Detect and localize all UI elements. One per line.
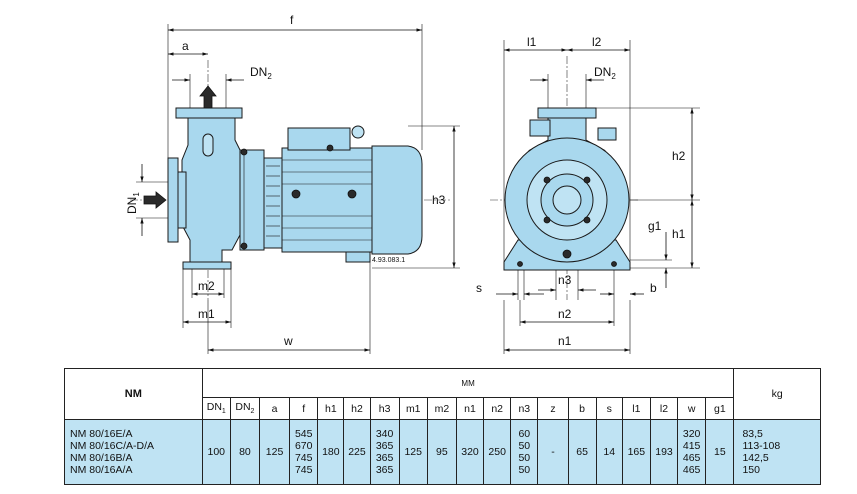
model-list: NM 80/16E/A NM 80/16C/A-D/A NM 80/16B/A … bbox=[64, 419, 203, 485]
dim-label-n2: n2 bbox=[558, 307, 572, 321]
dim-label-h3: h3 bbox=[432, 193, 446, 207]
dimensions-table: NM MM kg DN1 DN2 a f h1 h2 h3 m1 m2 n1 n… bbox=[64, 368, 821, 485]
cell-dn2: 80 bbox=[229, 419, 260, 485]
dim-label-m2: m2 bbox=[198, 279, 215, 293]
dim-label-l2: l2 bbox=[592, 35, 602, 49]
front-view: l1 l2 DN2 h2 h1 g1 s n3 bbox=[476, 35, 700, 354]
discharge-flange bbox=[175, 107, 243, 119]
motor-fan-cover bbox=[371, 145, 423, 255]
cell-n2: 250 bbox=[483, 419, 512, 485]
dim-label-h2: h2 bbox=[672, 149, 686, 163]
cell-m2: 95 bbox=[426, 419, 457, 485]
pump-dimension-drawing: f a DN2 DN1 h3 4.93.083.1 m2 m1 bbox=[125, 13, 700, 354]
pump-foot bbox=[182, 261, 232, 270]
lifting-eye bbox=[351, 125, 365, 139]
suction-arrow bbox=[143, 191, 167, 209]
side-view: f a DN2 DN1 h3 4.93.083.1 m2 m1 bbox=[125, 13, 460, 354]
dim-label-f: f bbox=[290, 13, 294, 27]
model-name: NM 80/16E/A bbox=[70, 428, 133, 440]
col-header-dn1: DN1 bbox=[201, 397, 231, 420]
col-header: w bbox=[677, 397, 707, 420]
dim-label-w: w bbox=[283, 334, 293, 348]
cell-l2: 193 bbox=[649, 419, 679, 485]
col-header: z bbox=[537, 397, 569, 420]
cell-dn1: 100 bbox=[201, 419, 231, 485]
col-header-dn2: DN2 bbox=[229, 397, 260, 420]
cell-m1: 125 bbox=[398, 419, 428, 485]
front-discharge-flange bbox=[537, 107, 597, 119]
table-header-nm: NM bbox=[64, 368, 203, 420]
model-name: NM 80/16B/A bbox=[70, 452, 133, 464]
terminal-box bbox=[287, 127, 351, 151]
cell-b: 65 bbox=[567, 419, 597, 485]
col-header: f bbox=[289, 397, 319, 420]
col-header: l1 bbox=[621, 397, 651, 420]
table-header-mm: MM bbox=[201, 368, 735, 398]
part-number: 4.93.083.1 bbox=[372, 257, 405, 264]
cell-h1: 180 bbox=[317, 419, 345, 485]
cell-a: 125 bbox=[258, 419, 291, 485]
dim-label-l1: l1 bbox=[527, 35, 537, 49]
col-header: n2 bbox=[483, 397, 512, 420]
cell-h2: 225 bbox=[343, 419, 371, 485]
motor-end-cover bbox=[263, 157, 283, 249]
dim-label-a: a bbox=[182, 39, 189, 53]
cell-s: 14 bbox=[595, 419, 623, 485]
col-header: m1 bbox=[398, 397, 428, 420]
dim-label-dn1: DN1 bbox=[125, 192, 141, 214]
dim-label-dn2-front: DN2 bbox=[594, 65, 616, 81]
col-header: h3 bbox=[369, 397, 400, 420]
dim-label-b: b bbox=[650, 281, 657, 295]
cell-l1: 165 bbox=[621, 419, 651, 485]
col-header: n1 bbox=[455, 397, 485, 420]
cell-n1: 320 bbox=[455, 419, 485, 485]
motor-body bbox=[281, 147, 373, 253]
col-header: n3 bbox=[510, 397, 539, 420]
dim-label-g1: g1 bbox=[648, 219, 662, 233]
suction-flange bbox=[167, 157, 179, 243]
discharge-arrow bbox=[199, 85, 217, 109]
bracket bbox=[239, 149, 265, 251]
col-header: b bbox=[567, 397, 597, 420]
model-name: NM 80/16C/A-D/A bbox=[70, 440, 155, 452]
col-header: m2 bbox=[426, 397, 457, 420]
dim-label-n1: n1 bbox=[558, 334, 572, 348]
col-header: g1 bbox=[705, 397, 735, 420]
cell-z: - bbox=[537, 419, 569, 485]
model-name: NM 80/16A/A bbox=[70, 464, 133, 476]
dim-label-dn2-side: DN2 bbox=[250, 65, 272, 81]
pump-casing bbox=[181, 117, 241, 263]
dim-label-s: s bbox=[476, 281, 482, 295]
col-header: a bbox=[258, 397, 291, 420]
col-header: s bbox=[595, 397, 623, 420]
table-header-kg: kg bbox=[733, 368, 821, 420]
cell-g1: 15 bbox=[705, 419, 735, 485]
table-row: NM 80/16E/A NM 80/16C/A-D/A NM 80/16B/A … bbox=[64, 419, 821, 485]
dim-label-h1: h1 bbox=[672, 227, 686, 241]
col-header: h1 bbox=[317, 397, 345, 420]
col-header: l2 bbox=[649, 397, 679, 420]
dim-label-n3: n3 bbox=[558, 273, 572, 287]
dim-label-m1: m1 bbox=[198, 307, 215, 321]
col-header: h2 bbox=[343, 397, 371, 420]
